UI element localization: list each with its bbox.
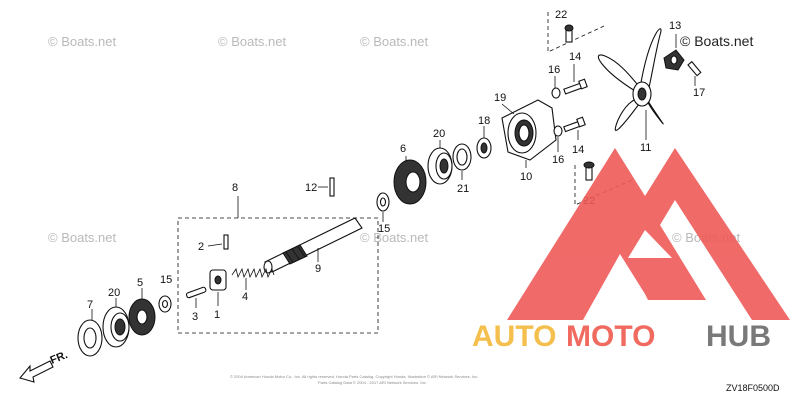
callout-6: 6 xyxy=(400,143,406,155)
callout-15: 15 xyxy=(160,274,172,286)
washer-15-right xyxy=(376,192,390,212)
propeller-shaft xyxy=(263,217,363,274)
callout-13: 13 xyxy=(669,20,681,32)
watermark: © Boats.net xyxy=(218,34,287,49)
watermark: © Boats.net xyxy=(48,230,117,245)
shaft-assembly-box xyxy=(177,217,379,334)
watermark: © Boats.net xyxy=(360,230,429,245)
bolt-22-lower xyxy=(583,161,595,181)
seal-18 xyxy=(476,137,492,159)
callout-22: 22 xyxy=(555,9,567,21)
pin-2 xyxy=(223,234,229,250)
callout-18: 18 xyxy=(478,115,490,127)
callout-14: 14 xyxy=(569,51,581,63)
callout-16: 16 xyxy=(548,64,560,76)
watermark: © Boats.net xyxy=(680,33,753,49)
pin-3 xyxy=(185,286,207,299)
callout-10: 10 xyxy=(520,171,532,183)
callout-5: 5 xyxy=(137,277,143,289)
bearing-20-right xyxy=(427,147,453,185)
watermark: © Boats.net xyxy=(360,34,429,49)
watermark: © Boats.net xyxy=(48,34,117,49)
callout-3: 3 xyxy=(192,311,198,323)
leader-line xyxy=(207,243,223,247)
diagram-code: ZV18F0500D xyxy=(726,383,780,393)
callout-8: 8 xyxy=(232,182,238,194)
callout-17: 17 xyxy=(693,87,705,99)
copyright-line: Parts Catalog Data © 2004 - 2017 ARI Net… xyxy=(318,380,427,385)
callout-16: 16 xyxy=(552,154,564,166)
callout-7: 7 xyxy=(87,299,93,311)
seal-7 xyxy=(77,319,103,357)
callout-1: 1 xyxy=(214,309,220,321)
callout-19: 19 xyxy=(494,92,506,104)
front-label: FR. xyxy=(49,349,70,367)
pin-12 xyxy=(329,177,335,197)
brand-auto: AUTO xyxy=(472,320,556,353)
callout-11: 11 xyxy=(640,142,651,154)
spring xyxy=(231,267,275,279)
washer-16-upper xyxy=(551,87,561,99)
gear-5 xyxy=(128,298,156,336)
callout-2: 2 xyxy=(198,241,204,253)
propeller-cap xyxy=(663,49,685,71)
washer-16-lower xyxy=(553,125,563,137)
callout-21: 21 xyxy=(457,183,469,195)
front-direction-arrow: FR. xyxy=(19,349,70,383)
callout-20: 20 xyxy=(433,128,445,140)
callout-14: 14 xyxy=(572,144,584,156)
bolt-22-upper xyxy=(564,24,574,43)
callout-9: 9 xyxy=(315,263,321,275)
ring-21 xyxy=(452,143,472,171)
propeller xyxy=(597,28,664,131)
brand-hub: HUB xyxy=(706,320,771,353)
clutch-dog xyxy=(209,269,227,291)
automotohub-logo: AUTO MOTO HUB xyxy=(472,148,790,353)
leader-line xyxy=(501,103,515,115)
cotter-pin-17 xyxy=(687,60,702,77)
bearing-holder-10 xyxy=(501,99,557,161)
bearing-20-left xyxy=(102,306,130,348)
callout-4: 4 xyxy=(242,291,248,303)
washer-15-left xyxy=(158,295,172,313)
callout-20: 20 xyxy=(108,287,120,299)
copyright-line: © 2004 American Honda Motor Co., Inc. Al… xyxy=(230,374,478,379)
bolt-14-upper xyxy=(563,78,588,95)
bolt-14-lower xyxy=(563,116,586,133)
callout-12: 12 xyxy=(305,182,317,194)
callout-15: 15 xyxy=(378,223,390,235)
brand-moto: MOTO xyxy=(566,320,655,353)
gear-6 xyxy=(393,159,427,205)
